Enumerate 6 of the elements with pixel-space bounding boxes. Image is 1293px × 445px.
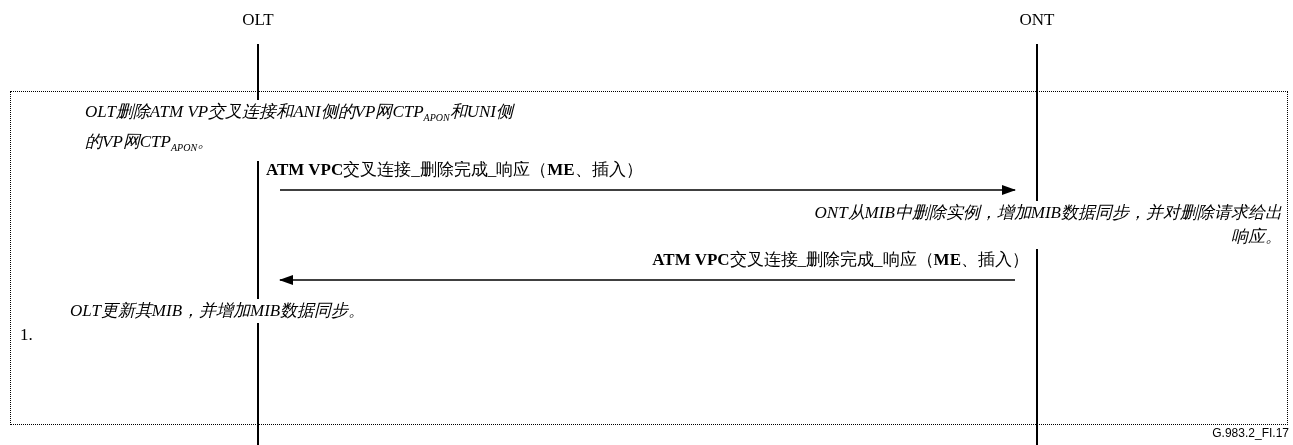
message-arrow: [279, 185, 1016, 195]
message-arrow: [279, 275, 1016, 285]
participant-name: OLT: [241, 10, 275, 30]
figure-id: G.983.2_FI.17: [1212, 425, 1289, 441]
participant-name: ONT: [1018, 10, 1056, 30]
note-text: OLT删除ATM VP交叉连接和ANI侧的VP网CTP$_{APON}$和UNI侧的VP网CTP$_{APON}$。: [85, 100, 525, 161]
